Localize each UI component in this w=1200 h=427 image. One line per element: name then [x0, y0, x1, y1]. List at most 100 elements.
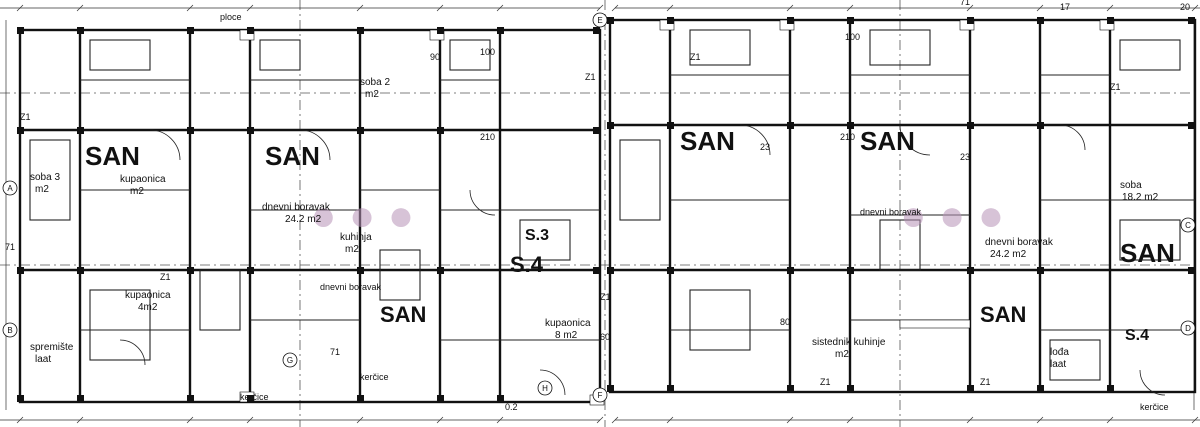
annotation-label: Z1: [980, 377, 991, 387]
annotation-label: 210: [480, 132, 495, 142]
column: [437, 127, 444, 134]
unit-label: S.3: [525, 227, 549, 244]
room-labels: soba 3 m2 kupaonica m2 soba 2 m2 dnevni …: [30, 77, 1159, 370]
unit-labels: SAN SAN SAN SAN SAN SAN SAN S.4 S.4 S.3: [85, 126, 1175, 344]
unit-label: SAN: [265, 141, 320, 171]
column: [667, 267, 674, 274]
section-marker: [282, 352, 298, 368]
section-marker-label: B: [7, 326, 12, 335]
svg-text:● ● ●: ● ● ●: [900, 191, 1004, 240]
annotation-label: kerčice: [1140, 402, 1169, 412]
room-area: m2: [365, 89, 379, 100]
column: [17, 395, 24, 402]
annotation-label: Z1: [20, 112, 31, 122]
column: [437, 267, 444, 274]
column: [247, 27, 254, 34]
room-area: 24.2 m2: [285, 214, 322, 225]
column: [787, 385, 794, 392]
section-markers: A B C D E F G H: [2, 12, 1196, 403]
column: [967, 17, 974, 24]
column: [187, 27, 194, 34]
column: [787, 17, 794, 24]
room-name: kuhinja: [340, 232, 372, 243]
unit-label: SAN: [380, 302, 426, 327]
unit-label: SAN: [1120, 238, 1175, 268]
room-name: soba 3: [30, 172, 60, 183]
column: [593, 267, 600, 274]
annotation-label: dnevni boravak: [320, 282, 382, 292]
unit-label: SAN: [980, 302, 1026, 327]
column: [187, 267, 194, 274]
room-name: kupaonica: [125, 290, 171, 301]
annotation-label: 0.2: [505, 402, 518, 412]
section-marker-label: A: [7, 184, 13, 193]
annotation-label: ploce: [220, 12, 242, 22]
column: [187, 127, 194, 134]
section-marker: [537, 380, 553, 396]
column: [77, 127, 84, 134]
room-area: 18.2 m2: [1122, 192, 1159, 203]
column: [17, 267, 24, 274]
unit-label: S.4: [510, 252, 544, 277]
column: [1037, 385, 1044, 392]
column: [607, 17, 614, 24]
annotation-label: 20: [1180, 2, 1190, 12]
column: [1107, 17, 1114, 24]
room-area: m2: [35, 184, 49, 195]
room-name: dnevni boravak: [985, 237, 1054, 248]
section-marker-label: E: [597, 16, 602, 25]
annotation-label: 60: [600, 332, 610, 342]
annotation-label: Z1: [690, 52, 701, 62]
section-marker-label: F: [598, 391, 603, 400]
room-name: sistednik kuhinje: [812, 337, 886, 348]
room-name: dnevni boravak: [262, 202, 331, 213]
column: [1188, 267, 1195, 274]
section-marker: [2, 322, 18, 338]
column: [247, 127, 254, 134]
annotation-label: Z1: [600, 292, 611, 302]
column: [593, 127, 600, 134]
annotation-label: 90: [430, 52, 440, 62]
section-marker-label: C: [1185, 221, 1191, 230]
room-area: 4m2: [138, 302, 158, 313]
section-marker-label: H: [542, 384, 548, 393]
unit-label: SAN: [860, 126, 915, 156]
room-name: lođa: [1050, 347, 1069, 358]
column: [967, 122, 974, 129]
annotation-label: kerčice: [240, 392, 269, 402]
column: [607, 267, 614, 274]
column: [187, 395, 194, 402]
column: [667, 385, 674, 392]
section-marker-label: G: [287, 356, 293, 365]
room-area: m2: [835, 349, 849, 360]
section-marker: [592, 12, 608, 28]
column: [607, 385, 614, 392]
column: [847, 267, 854, 274]
annotation-label: 210: [840, 132, 855, 142]
room-area: laat: [1050, 359, 1066, 370]
column: [1188, 17, 1195, 24]
annotation-label: 80: [780, 317, 790, 327]
column: [593, 27, 600, 34]
column: [437, 395, 444, 402]
column: [1188, 122, 1195, 129]
annotation-label: dnevni boravak: [860, 207, 922, 217]
column: [497, 395, 504, 402]
column: [497, 27, 504, 34]
room-area: 8 m2: [555, 330, 578, 341]
column: [77, 395, 84, 402]
annotation-label: 71: [5, 242, 15, 252]
annotation-label: 71: [330, 347, 340, 357]
section-marker-label: D: [1185, 324, 1191, 333]
room-name: soba 2: [360, 77, 390, 88]
unit-label: SAN: [680, 126, 735, 156]
annotation-label: Z1: [160, 272, 171, 282]
column: [847, 385, 854, 392]
column: [967, 385, 974, 392]
column: [77, 27, 84, 34]
column: [77, 267, 84, 274]
column: [437, 27, 444, 34]
column: [787, 122, 794, 129]
room-name: soba: [1120, 180, 1142, 191]
left-building-walls: [18, 28, 602, 404]
